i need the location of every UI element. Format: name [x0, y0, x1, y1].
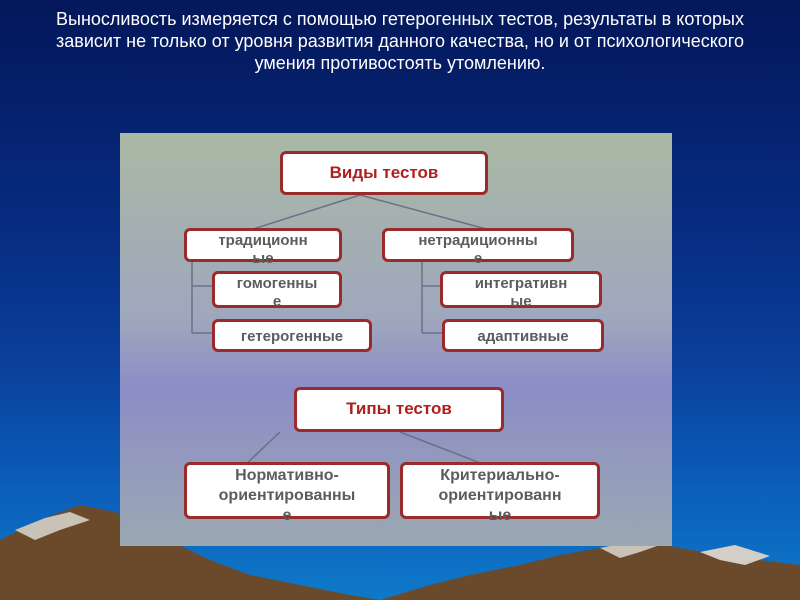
criterion-referenced-label-line1: Критериально- — [403, 466, 597, 486]
heterogeneous-label: гетерогенные — [241, 328, 343, 345]
kinds-of-tests-box: Типы тестов — [294, 387, 504, 432]
criterion-referenced-box: Критериально- ориентированн ые — [400, 462, 600, 519]
homogeneous-label-line1: гомогенны — [215, 275, 339, 293]
test-types-diagram: Виды тестов традиционн ые нетрадиционны … — [120, 133, 672, 546]
integrative-box: интегративн ые — [440, 271, 602, 308]
adaptive-label: адаптивные — [477, 328, 568, 345]
non-traditional-label-line2: е — [385, 250, 571, 268]
non-traditional-label-line1: нетрадиционны — [385, 232, 571, 250]
non-traditional-box: нетрадиционны е — [382, 228, 574, 262]
norm-referenced-label-line3: е — [187, 506, 387, 526]
integrative-label-line2: ые — [443, 293, 599, 311]
criterion-referenced-label-line3: ые — [403, 506, 597, 526]
traditional-label-line1: традиционн — [187, 232, 339, 250]
homogeneous-box: гомогенны е — [212, 271, 342, 308]
criterion-referenced-label-line2: ориентированн — [403, 486, 597, 506]
types-of-tests-label: Виды тестов — [330, 163, 439, 182]
kinds-of-tests-label: Типы тестов — [346, 399, 452, 418]
norm-referenced-label-line1: Нормативно- — [187, 466, 387, 486]
norm-referenced-box: Нормативно- ориентированны е — [184, 462, 390, 519]
heterogeneous-box: гетерогенные — [212, 319, 372, 352]
integrative-label-line1: интегративн — [443, 275, 599, 293]
types-of-tests-box: Виды тестов — [280, 151, 488, 195]
traditional-label-line2: ые — [187, 250, 339, 268]
norm-referenced-label-line2: ориентированны — [187, 486, 387, 506]
homogeneous-label-line2: е — [215, 293, 339, 311]
adaptive-box: адаптивные — [442, 319, 604, 352]
traditional-box: традиционн ые — [184, 228, 342, 262]
